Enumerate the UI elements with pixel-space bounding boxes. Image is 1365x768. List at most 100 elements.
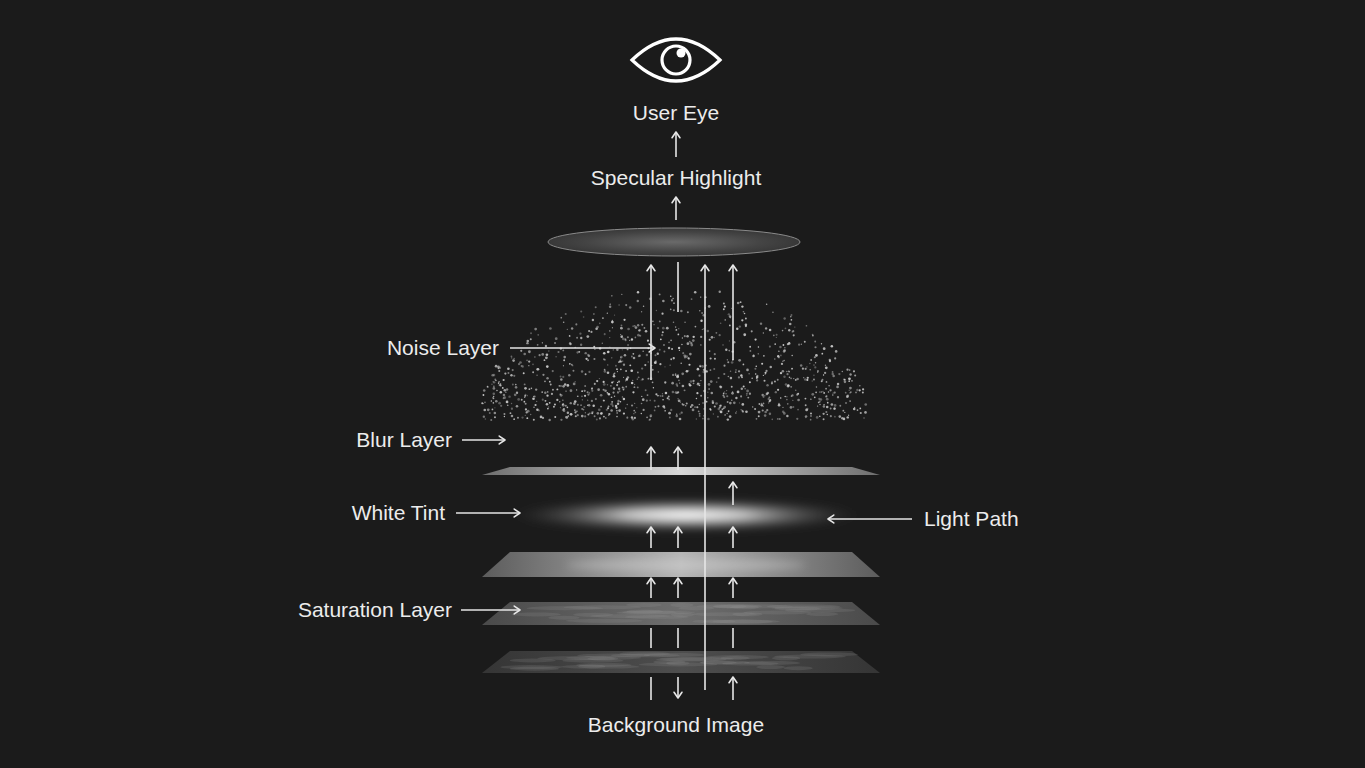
noise-dot (772, 311, 774, 313)
arrow-line (732, 527, 734, 548)
noise-dot (525, 408, 527, 410)
arrow-head (499, 436, 505, 444)
noise-dot (532, 397, 535, 400)
noise-dot (795, 389, 797, 391)
noise-dot (735, 369, 736, 370)
noise-dot (498, 370, 500, 372)
noise-dot (658, 371, 659, 372)
noise-dot (787, 403, 789, 405)
noise-dot (493, 396, 494, 397)
noise-dot (675, 391, 678, 394)
noise-dot (517, 398, 520, 401)
noise-dot (749, 393, 751, 395)
noise-dot (663, 351, 665, 353)
noise-dot (726, 390, 727, 391)
noise-dot (777, 379, 779, 381)
noise-dot (545, 400, 547, 402)
noise-dot (649, 418, 651, 420)
noise-dot (569, 335, 571, 337)
noise-dot (500, 405, 502, 407)
noise-dot (754, 408, 756, 410)
noise-dot (544, 380, 546, 382)
noise-dot (803, 377, 804, 378)
noise-dot (774, 343, 776, 345)
noise-dot (783, 360, 784, 361)
noise-dot (524, 396, 525, 397)
noise-dot (664, 410, 666, 412)
noise-dot (540, 416, 543, 419)
noise-dot (809, 363, 811, 365)
noise-dot (727, 401, 729, 403)
noise-dot (736, 411, 737, 412)
noise-dot (849, 373, 851, 375)
noise-dot (825, 365, 826, 366)
noise-dot (695, 326, 697, 328)
noise-dot (542, 342, 543, 343)
noise-dot (594, 383, 596, 385)
noise-dot (571, 327, 573, 329)
noise-dot (859, 385, 860, 386)
noise-dot (545, 345, 547, 347)
noise-dot (710, 369, 712, 371)
noise-dot (507, 404, 509, 406)
noise-dot (629, 340, 630, 341)
noise-dot (844, 379, 846, 381)
noise-dot (758, 353, 759, 354)
noise-dot (526, 360, 528, 362)
noise-dot (682, 352, 684, 354)
noise-dot (766, 384, 768, 386)
noise-dot (670, 308, 672, 310)
noise-dot (677, 376, 679, 378)
noise-dot (737, 391, 740, 394)
noise-dot (682, 337, 683, 338)
noise-dot (576, 337, 578, 339)
noise-dot (715, 402, 718, 405)
noise-dot (625, 339, 627, 341)
noise-dot (735, 371, 737, 373)
noise-dot (587, 405, 588, 406)
arrow-line (650, 447, 652, 470)
arrow-head (649, 344, 655, 352)
noise-dot (787, 385, 790, 388)
noise-dot (751, 330, 753, 332)
noise-dot (609, 337, 610, 338)
noise-dot (693, 382, 695, 384)
noise-dot (788, 342, 790, 344)
noise-dot (558, 385, 560, 387)
noise-dot (696, 406, 698, 408)
noise-dot (693, 336, 695, 338)
texture-blot (693, 619, 736, 623)
noise-dot (672, 374, 674, 376)
texture-blot (622, 610, 676, 614)
noise-dot (686, 402, 688, 404)
noise-dot (537, 368, 540, 371)
noise-dot (815, 392, 817, 394)
noise-dot (621, 361, 623, 363)
noise-dot (758, 415, 760, 417)
noise-dot (835, 350, 838, 353)
noise-dot (726, 395, 728, 397)
noise-dot (556, 388, 558, 390)
arrow-line (677, 677, 679, 698)
plane-glow (566, 559, 806, 571)
noise-dot (637, 291, 639, 293)
noise-dot (662, 331, 664, 333)
noise-dot (807, 379, 808, 380)
noise-dot (834, 404, 837, 407)
noise-dot (562, 350, 564, 352)
noise-dot (551, 393, 553, 395)
noise-dot (809, 369, 810, 370)
noise-dot (673, 302, 675, 304)
arrow-line (677, 527, 679, 548)
texture-blot (706, 655, 769, 659)
noise-dot (576, 389, 577, 390)
noise-dot (565, 405, 567, 407)
noise-dot (843, 379, 845, 381)
noise-dot (804, 341, 806, 343)
noise-dot (502, 387, 504, 389)
noise-dot (532, 371, 534, 373)
noise-dot (676, 414, 677, 415)
noise-dot (783, 344, 785, 346)
noise-dot (616, 369, 618, 371)
